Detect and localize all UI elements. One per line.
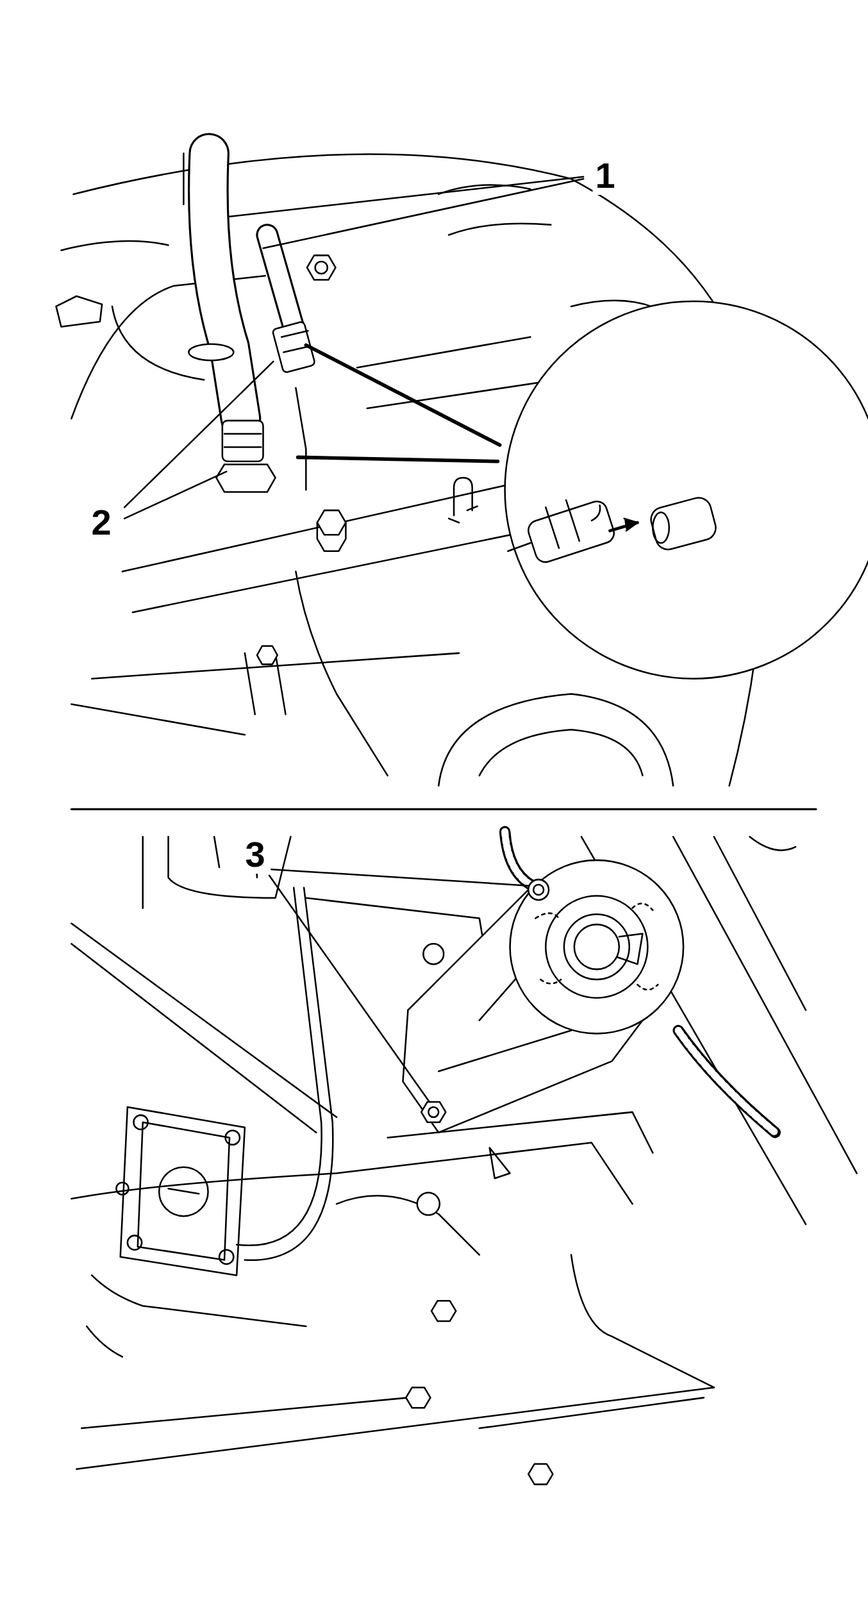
callout-number: 1	[592, 156, 618, 195]
callout-number: 3	[242, 835, 268, 874]
callout-number: 2	[88, 503, 114, 542]
